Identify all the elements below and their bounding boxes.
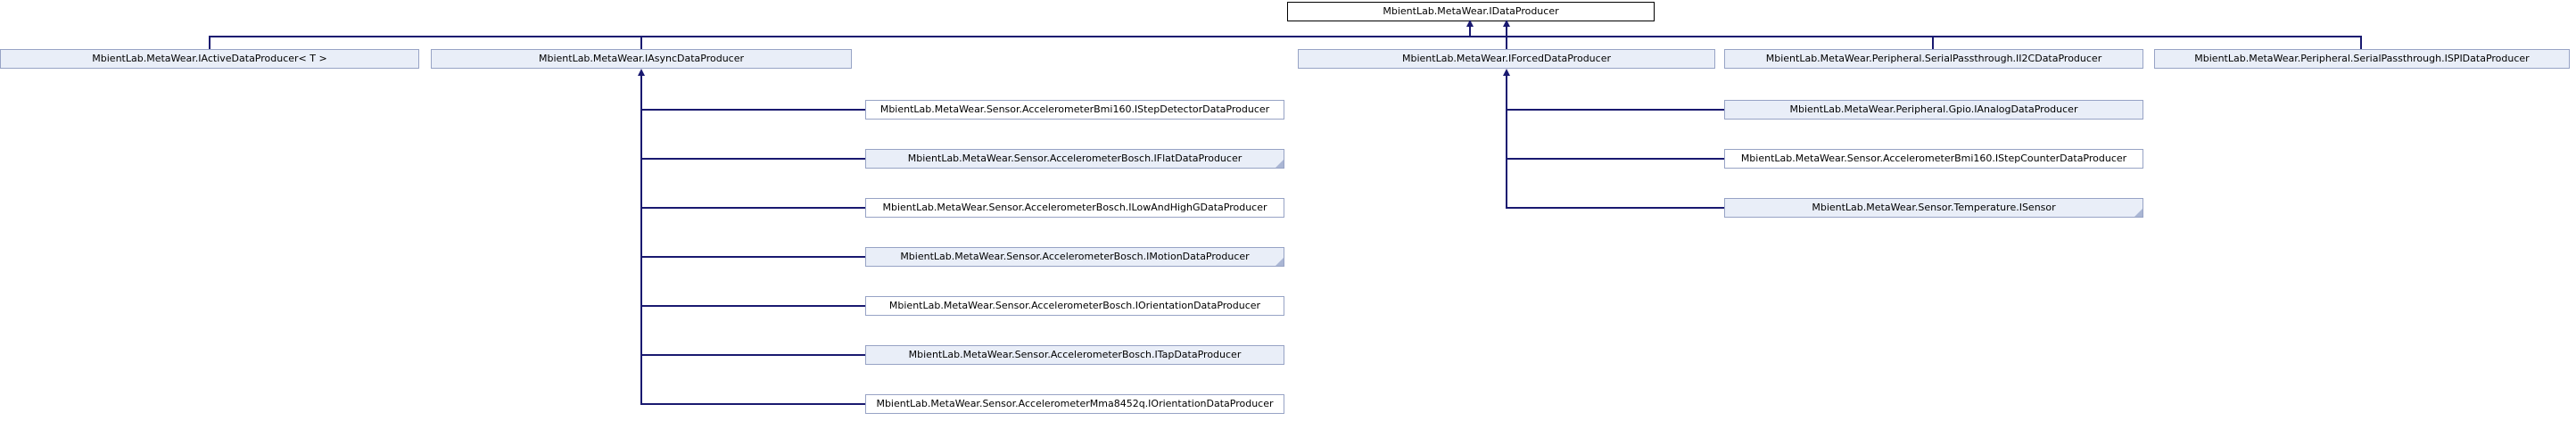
edge-line	[640, 403, 865, 405]
node-ispidataproducer[interactable]: MbientLab.MetaWear.Peripheral.SerialPass…	[2154, 49, 2570, 69]
node-iorientationdataproducer-mma8452q: MbientLab.MetaWear.Sensor.AccelerometerM…	[865, 394, 1284, 414]
edge-line	[640, 109, 865, 111]
edge-line	[640, 36, 642, 49]
edge-line	[640, 305, 865, 307]
inheritance-arrow-icon	[1503, 20, 1510, 27]
node-ilowandhighgdataproducer: MbientLab.MetaWear.Sensor.AccelerometerB…	[865, 198, 1284, 218]
node-iflatdataproducer[interactable]: MbientLab.MetaWear.Sensor.AccelerometerB…	[865, 149, 1284, 169]
edge-line	[1932, 36, 1934, 49]
node-ianalogdataproducer[interactable]: MbientLab.MetaWear.Peripheral.Gpio.IAnal…	[1724, 100, 2143, 120]
edge-line	[640, 75, 642, 405]
edge-line	[640, 207, 865, 209]
node-iasyncdataproducer[interactable]: MbientLab.MetaWear.IAsyncDataProducer	[431, 49, 852, 69]
edge-line	[2360, 36, 2362, 49]
edge-line	[640, 354, 865, 356]
node-temperature-isensor[interactable]: MbientLab.MetaWear.Sensor.Temperature.IS…	[1724, 198, 2143, 218]
edge-line	[1506, 75, 1507, 209]
node-iforceddataproducer[interactable]: MbientLab.MetaWear.IForcedDataProducer	[1298, 49, 1715, 69]
node-imotiondataproducer[interactable]: MbientLab.MetaWear.Sensor.AccelerometerB…	[865, 247, 1284, 267]
edge-line	[1506, 26, 1507, 49]
node-istepdetectordataproducer: MbientLab.MetaWear.Sensor.AccelerometerB…	[865, 100, 1284, 120]
inheritance-arrow-icon	[638, 69, 645, 76]
node-ii2cdataproducer[interactable]: MbientLab.MetaWear.Peripheral.SerialPass…	[1724, 49, 2143, 69]
edge-line	[1469, 26, 1471, 37]
edge-line	[1506, 158, 1724, 160]
inheritance-arrow-icon	[1466, 20, 1474, 27]
edge-line	[640, 256, 865, 258]
node-itapdataproducer[interactable]: MbientLab.MetaWear.Sensor.AccelerometerB…	[865, 345, 1284, 365]
edge-bus-line	[210, 36, 2362, 37]
edge-line	[1506, 109, 1724, 111]
inheritance-arrow-icon	[1503, 69, 1510, 76]
edge-line	[640, 158, 865, 160]
node-iactivedataproducer[interactable]: MbientLab.MetaWear.IActiveDataProducer< …	[0, 49, 419, 69]
node-iorientationdataproducer-bosch: MbientLab.MetaWear.Sensor.AccelerometerB…	[865, 296, 1284, 316]
node-istepcounterdataproducer: MbientLab.MetaWear.Sensor.AccelerometerB…	[1724, 149, 2143, 169]
edge-line	[209, 36, 211, 49]
node-idataproducer: MbientLab.MetaWear.IDataProducer	[1287, 2, 1655, 21]
edge-line	[1506, 207, 1724, 209]
